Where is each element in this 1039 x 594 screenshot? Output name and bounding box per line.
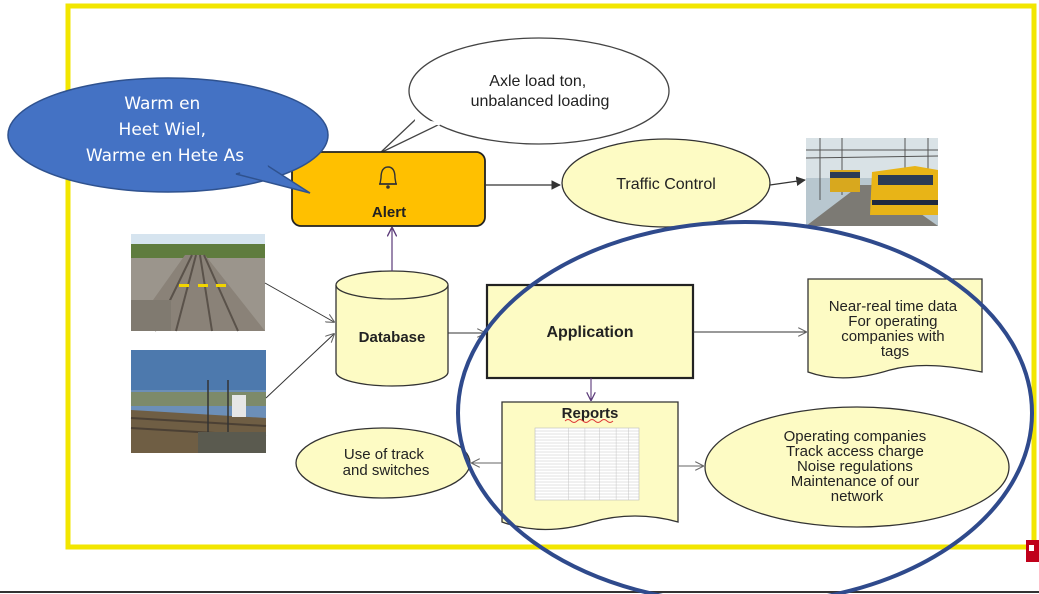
callout-line-3: Warme en Hete As: [86, 146, 244, 166]
traffic-control-node: Traffic Control: [561, 138, 771, 228]
report-table-thumbnail: [534, 427, 640, 501]
svg-text:Use of track and switche: Use of track and switches: [343, 446, 430, 479]
alert-label: Alert: [372, 204, 406, 221]
thought-line-1: Axle load ton,: [489, 73, 586, 90]
use-of-track-node: Use of track and switches: [295, 427, 471, 499]
svg-text:Warm en Heet Wiel,: Warm en Heet Wiel, Warme en Hete As: [86, 94, 244, 166]
svg-text:Operating companies Trac: Operating companies Track access charge …: [784, 428, 931, 505]
ops-line-2: Track access charge: [786, 443, 924, 460]
ops-line-3: Noise regulations: [797, 458, 913, 475]
ops-line-1: Operating companies: [784, 428, 927, 445]
thought-bubble: Axle load ton, unbalanced loading: [379, 37, 670, 154]
alert-box: Alert: [291, 151, 486, 227]
database-label: Database: [359, 329, 426, 346]
near-line-4: tags: [881, 343, 909, 360]
ops-line-4: Maintenance of our: [791, 473, 919, 490]
database-node: Database: [335, 270, 449, 387]
railway-track-photo: [131, 234, 265, 332]
callout-line-1: Warm en: [124, 94, 200, 114]
reports-node: Reports: [501, 401, 679, 531]
near-line-3: companies with: [841, 328, 944, 345]
edge-traffic-trains: [769, 176, 806, 186]
callout-alert-types: Warm en Heet Wiel, Warme en Hete As: [7, 77, 329, 194]
trackside-equipment-photo: [130, 350, 267, 453]
highlight-ellipse: [456, 220, 1034, 594]
logo-fragment: [1026, 540, 1039, 562]
use-line-1: Use of track: [344, 446, 425, 463]
operating-companies-node: Operating companies Track access charge …: [704, 406, 1010, 528]
edges: [264, 176, 806, 466]
callout-line-2: Heet Wiel,: [119, 120, 207, 140]
application-node: Application: [485, 283, 695, 380]
application-label: Application: [546, 324, 633, 341]
edge-track-db: [264, 282, 334, 322]
near-real-time-node: Near-real time data For operating compan…: [807, 278, 983, 379]
ops-line-5: network: [831, 488, 884, 505]
yellow-frame: [65, 3, 1037, 550]
near-line-1: Near-real time data: [829, 298, 958, 315]
trains-photo: [805, 138, 939, 226]
svg-text:Axle load ton, unbalance: Axle load ton, unbalanced loading: [471, 73, 610, 110]
traffic-control-label: Traffic Control: [616, 176, 716, 193]
use-line-2: and switches: [343, 462, 430, 479]
svg-text:Near-real time data For: Near-real time data For operating compan…: [829, 298, 962, 360]
bell-icon: [379, 166, 397, 189]
reports-label: Reports: [562, 405, 619, 422]
thought-line-2: unbalanced loading: [471, 93, 610, 110]
edge-equipment-db: [265, 334, 334, 399]
near-line-2: For operating: [848, 313, 937, 330]
